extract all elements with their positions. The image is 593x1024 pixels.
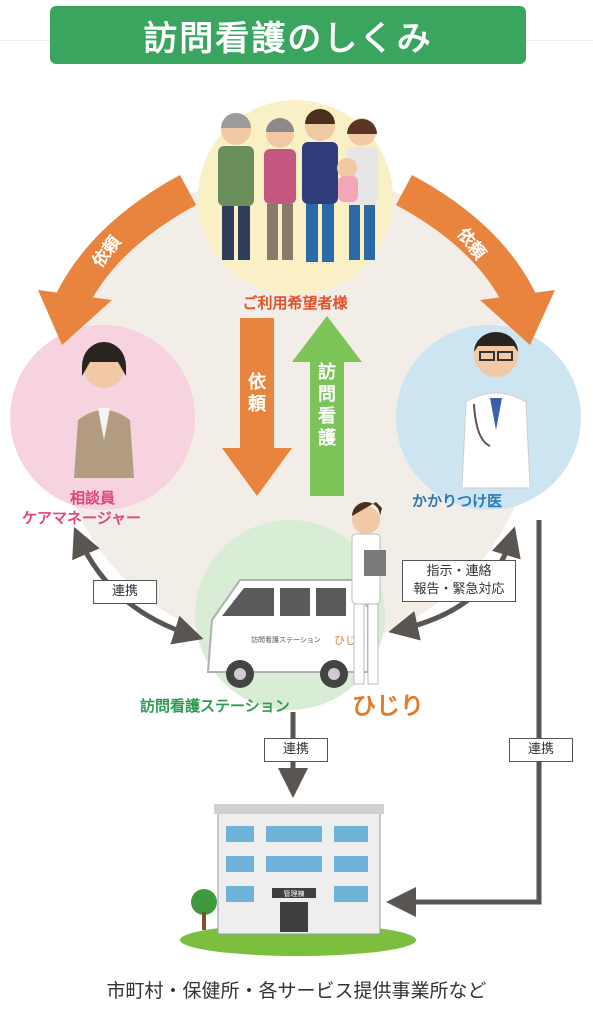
van-illustration: 訪問看護ステーション ひじり — [206, 579, 369, 688]
connector-doctor-facility — [386, 520, 542, 917]
arrow-label-family-to-station: 依頼 — [248, 372, 266, 415]
care-manager-label-1: 相談員 — [70, 489, 116, 507]
doctor-illustration — [461, 332, 531, 489]
facility-label: 市町村・保健所・各サービス提供事業所など — [106, 980, 487, 1002]
station-label: 訪問看護ステーション — [140, 697, 290, 715]
doctor-station-link-box: 指示・連絡 報告・緊急対応 — [402, 560, 516, 602]
care-manager-illustration — [74, 342, 134, 478]
doctor-station-line-1: 指示・連絡 — [426, 564, 492, 579]
station-facility-link-box: 連携 — [264, 738, 328, 762]
van-text: 訪問看護ステーション — [251, 635, 321, 644]
facility-sign: 管理棟 — [284, 889, 305, 898]
care-manager-label-2: ケアマネージャー — [22, 509, 141, 527]
family-illustration — [218, 109, 378, 262]
arrow-station-to-family — [292, 316, 362, 496]
page-title: 訪問看護のしくみ — [50, 6, 526, 64]
doctor-facility-link-box: 連携 — [509, 738, 573, 762]
station-brand: ひじり — [352, 691, 424, 720]
arrow-family-to-station — [222, 318, 292, 496]
facility-illustration: 管理棟 — [180, 804, 416, 956]
nurse-illustration — [351, 502, 386, 685]
arrow-label-station-to-family: 訪問看護 — [318, 362, 336, 449]
care-station-link-box: 連携 — [93, 580, 157, 604]
arrow-family-to-care — [38, 175, 197, 345]
family-label: ご利用希望者様 — [242, 294, 348, 312]
arrow-family-to-doctor — [395, 175, 555, 345]
doctor-station-line-2: 報告・緊急対応 — [413, 582, 505, 597]
doctor-label: かかりつけ医 — [412, 492, 503, 510]
